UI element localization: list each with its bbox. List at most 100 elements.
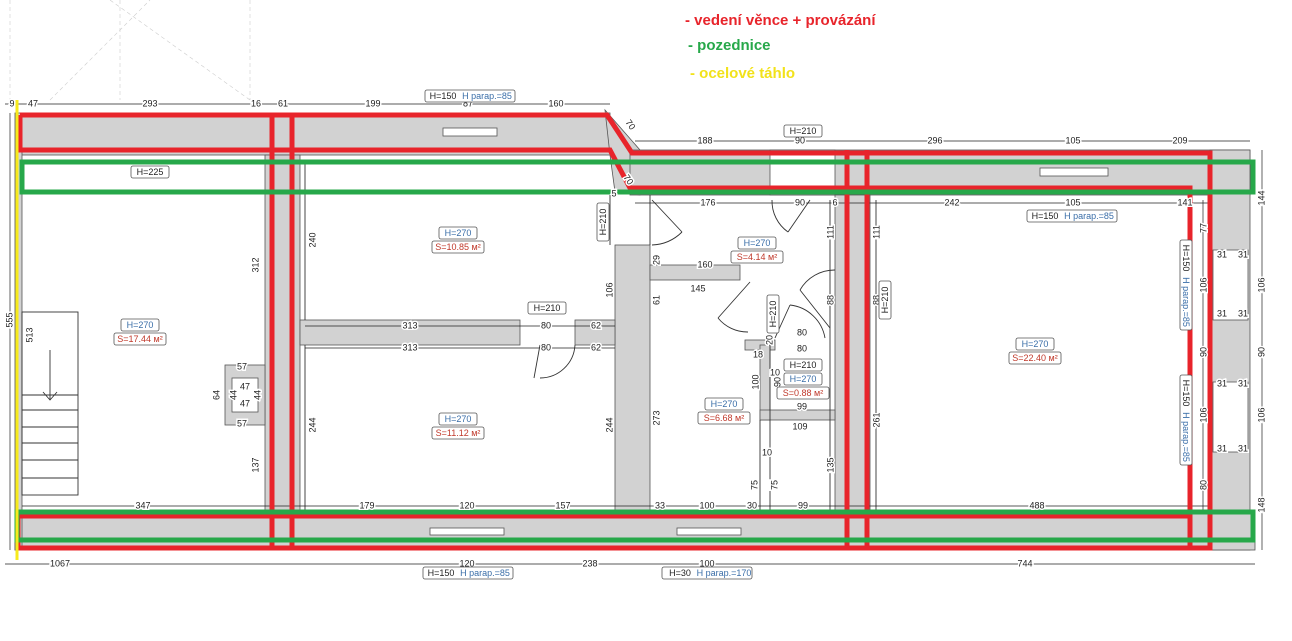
room-area: S=11.12 м²	[436, 428, 481, 438]
dimension-label: 57	[237, 418, 247, 428]
opening-parapet: H parap.=85	[1181, 277, 1191, 327]
dimension-label: 57	[237, 361, 247, 371]
dimension-label: 106	[1256, 277, 1266, 292]
dimension-label: 106	[1198, 407, 1208, 422]
dimension-label: 80	[797, 343, 807, 353]
room-area: S=0.88 м²	[783, 388, 823, 398]
room-height: H=270	[711, 399, 738, 409]
opening-tag: H=210	[783, 358, 823, 372]
dimension-label: 44	[228, 390, 238, 400]
dimension-label: 135	[825, 457, 835, 472]
legend-steel-tie: - ocelové táhlo	[690, 65, 795, 82]
opening-height: H=30	[669, 568, 691, 578]
dimension-label: 20	[764, 335, 774, 345]
opening-height: H=225	[137, 167, 164, 177]
room-height: H=270	[445, 228, 472, 238]
dimension-label: 88	[825, 295, 835, 305]
dimension-label: 61	[278, 98, 288, 108]
dimension-label: 80	[1198, 480, 1208, 490]
dimension-label: 62	[591, 342, 601, 352]
dimension-label: 100	[750, 374, 760, 389]
opening-height: H=210	[768, 301, 778, 328]
room-area: S=10.85 м²	[435, 242, 480, 252]
dimension-label: 137	[250, 457, 260, 472]
dimension-label: 347	[135, 500, 150, 510]
wall-small-4	[759, 409, 836, 421]
room-height: H=270	[445, 414, 472, 424]
dimension-label: 313	[402, 320, 417, 330]
background-roof-lines	[9, 0, 251, 101]
dimension-label: 141	[1177, 197, 1192, 207]
dimension-label: 240	[307, 232, 317, 247]
room-height-tag: H=270	[1015, 337, 1055, 351]
dimension-label: 111	[825, 225, 835, 239]
legend-wall-plate: - pozednice	[688, 37, 771, 54]
opening-height: H=150	[1181, 380, 1191, 407]
opening-height: H=210	[598, 209, 608, 236]
opening-tag: H=225	[130, 165, 170, 179]
room-area-tag: S=11.12 м²	[431, 426, 485, 440]
dimension-label: 31	[1217, 378, 1227, 388]
dimension-label: 31	[1238, 443, 1248, 453]
door-swing	[533, 344, 576, 379]
room-area: S=17.44 м²	[117, 334, 162, 344]
room-height: H=270	[1022, 339, 1049, 349]
dimension-label: 244	[307, 417, 317, 432]
dimension-label: 77	[1198, 223, 1208, 233]
doors	[533, 199, 836, 379]
annotations	[14, 100, 1256, 560]
dimension-label: 9	[9, 98, 14, 108]
chimney-flue	[231, 377, 259, 413]
window-top-right	[1039, 167, 1109, 177]
dimension-label: 199	[365, 98, 380, 108]
opening-height: H=150	[1032, 211, 1059, 221]
dimension-label: 80	[541, 342, 551, 352]
dimension-label: 31	[1217, 443, 1227, 453]
wall-right	[1209, 149, 1251, 551]
dimension-label: 160	[548, 98, 563, 108]
legend: - vedení věnce + provázání - pozednice -…	[685, 12, 876, 82]
dimension-label: 188	[697, 135, 712, 145]
dimension-label: 75	[749, 480, 759, 490]
dimension-label: 31	[1238, 308, 1248, 318]
room-height-tag: H=270	[737, 236, 777, 250]
dimension-label: 109	[792, 421, 807, 431]
dimension-label: 144	[1256, 190, 1266, 205]
legend-bond-beam: - vedení věnce + provázání	[685, 12, 876, 29]
dimension-label: 18	[753, 349, 763, 359]
room-height-tag: H=270	[783, 372, 823, 386]
dimension-label: 106	[604, 282, 614, 297]
dimension-label: 47	[28, 98, 38, 108]
dimension-label: 120	[459, 500, 474, 510]
room-area-tag: S=17.44 м²	[113, 332, 167, 346]
wall-plate-line	[19, 159, 1256, 195]
wall-interior-h1	[299, 319, 521, 346]
room-area-tag: S=4.14 м²	[730, 250, 784, 264]
dimension-label: 160	[697, 259, 712, 269]
staircase	[21, 311, 79, 496]
wall-small-1	[649, 264, 741, 281]
dimension-label: 31	[1217, 249, 1227, 259]
dimension-label: 80	[541, 320, 551, 330]
room-height: H=270	[127, 320, 154, 330]
dimension-label: 209	[1172, 135, 1187, 145]
window-bottom-1	[429, 527, 505, 536]
room-area-tag: S=6.68 м²	[697, 411, 751, 425]
dimension-label: 75	[769, 480, 779, 490]
opening-height: H=210	[790, 126, 817, 136]
dimension-label: 106	[1256, 407, 1266, 422]
dimension-label: 10	[770, 367, 780, 377]
dimension-label: 29	[651, 255, 661, 265]
window-top	[442, 127, 498, 137]
dimension-label: 744	[1017, 558, 1032, 568]
opening-parapet: H parap.=85	[1064, 211, 1114, 221]
dimension-label: 61	[651, 295, 661, 305]
dimension-label: 238	[582, 558, 597, 568]
